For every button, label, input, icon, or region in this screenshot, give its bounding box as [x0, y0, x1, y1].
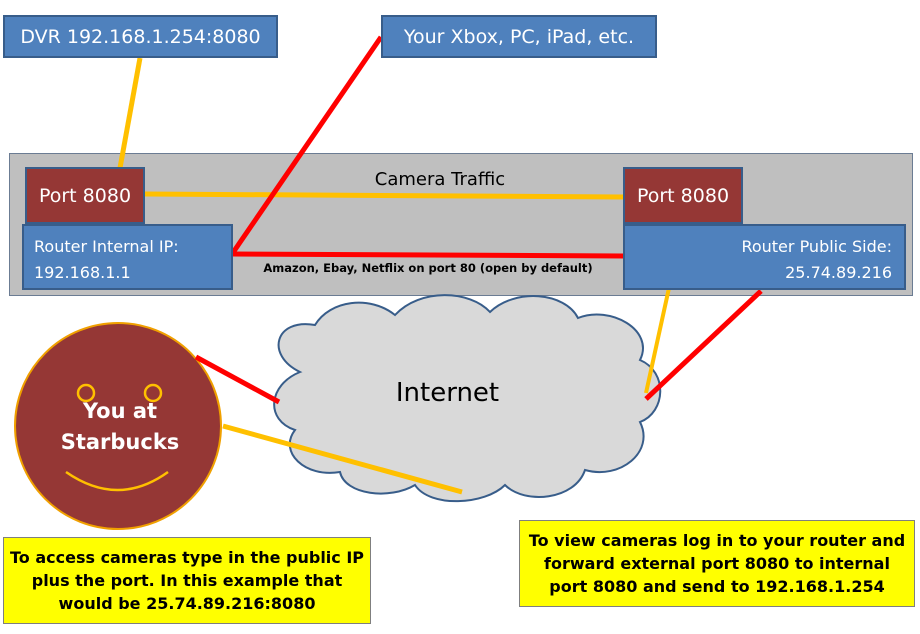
- left-eye-icon: [76, 383, 96, 403]
- access-note-line1: To access cameras type in the public IP: [9, 548, 365, 567]
- forward-note-line2: forward external port 8080 to internal: [544, 554, 890, 573]
- forward-note-line1: To view cameras log in to your router an…: [528, 531, 906, 550]
- right-port-box: Port 8080: [623, 167, 743, 224]
- camera-traffic-line: [144, 191, 624, 200]
- internal-ip-label: Router Internal IP:: [34, 237, 179, 256]
- internet-cloud: [273, 294, 662, 503]
- left-port-label: Port 8080: [38, 184, 132, 207]
- devices-to-router-line: [229, 35, 384, 256]
- left-port-box: Port 8080: [25, 167, 145, 224]
- access-note-line3: would be 25.74.89.216:8080: [58, 594, 316, 613]
- port-forward-instructions-note: To view cameras log in to your router an…: [519, 520, 915, 607]
- dvr-label: DVR 192.168.1.254:8080: [20, 25, 261, 48]
- user-label: You at Starbucks: [40, 396, 200, 458]
- forward-note-line3: port 8080 and send to 192.168.1.254: [549, 577, 885, 596]
- starbucks-user-face: [14, 322, 222, 530]
- devices-label: Your Xbox, PC, iPad, etc.: [403, 25, 635, 48]
- dvr-box: DVR 192.168.1.254:8080: [3, 15, 278, 58]
- dvr-to-port-line: [117, 57, 143, 169]
- smile-icon: [65, 470, 169, 492]
- devices-box: Your Xbox, PC, iPad, etc.: [381, 15, 657, 58]
- access-instructions-note: To access cameras type in the public IP …: [3, 537, 371, 624]
- right-eye-icon: [143, 383, 163, 403]
- web-traffic-label: Amazon, Ebay, Netflix on port 80 (open b…: [263, 261, 593, 275]
- router-internal-ip-box: Router Internal IP: 192.168.1.1: [22, 224, 233, 290]
- user-label-line1: You at: [82, 399, 158, 423]
- user-to-cloud-orange-line: [222, 423, 463, 495]
- web-traffic-line: [231, 251, 624, 259]
- internal-ip-value: 192.168.1.1: [34, 263, 131, 282]
- access-note-line2: plus the port. In this example that: [31, 571, 343, 590]
- router-public-side-box: Router Public Side: 25.74.89.216: [623, 224, 906, 290]
- right-port-label: Port 8080: [636, 184, 730, 207]
- public-side-to-cloud-line: [644, 289, 763, 401]
- public-side-value: 25.74.89.216: [785, 263, 892, 282]
- public-side-label: Router Public Side:: [741, 237, 892, 256]
- camera-traffic-label: Camera Traffic: [374, 169, 506, 190]
- internet-label: Internet: [395, 378, 500, 408]
- user-label-line2: Starbucks: [60, 430, 180, 454]
- user-to-cloud-red-line: [194, 354, 281, 405]
